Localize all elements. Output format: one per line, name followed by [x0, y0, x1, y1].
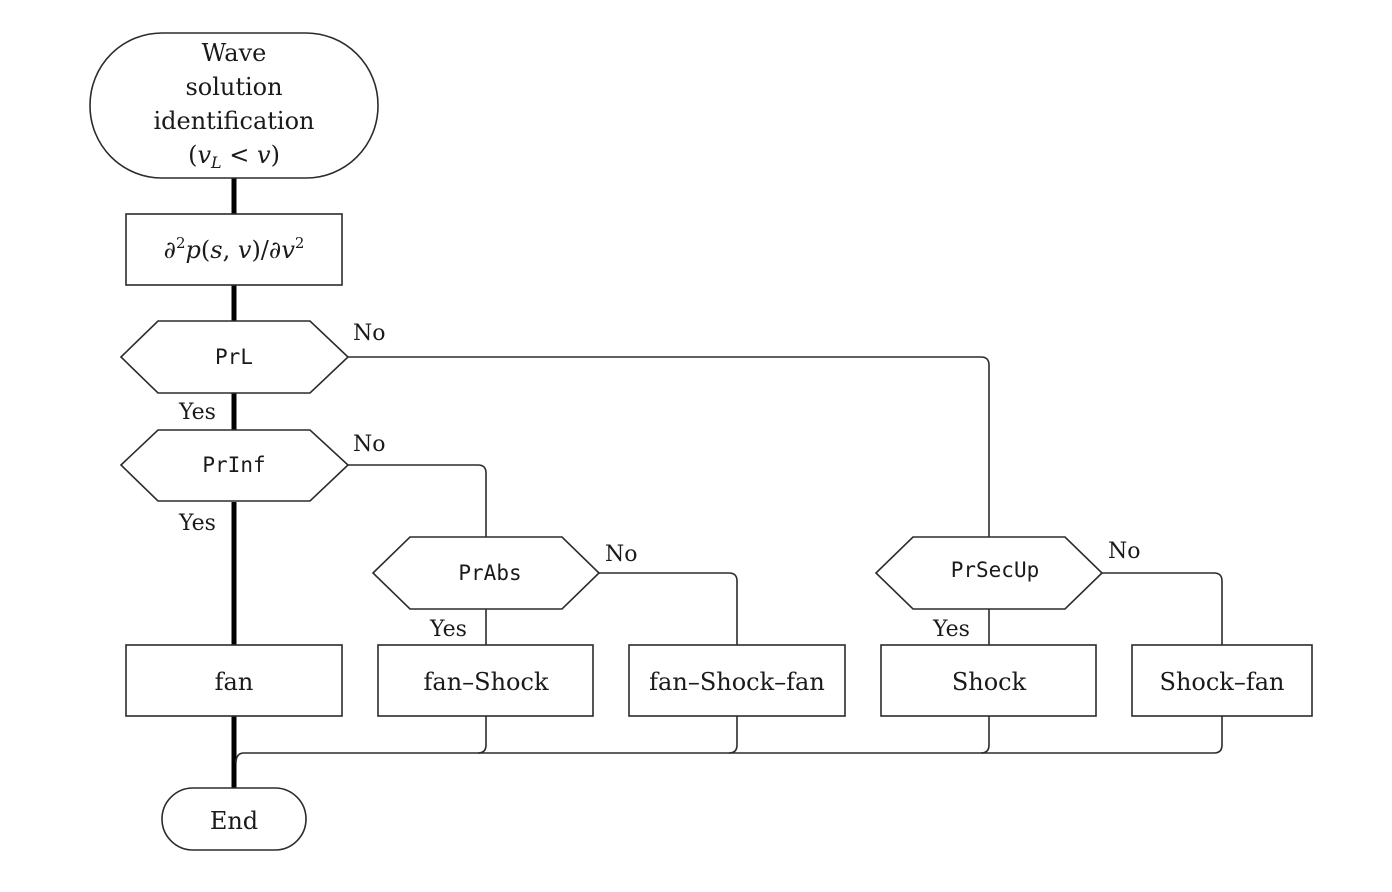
outcome-shock: Shock — [880, 644, 1097, 717]
outcome-fan: fan — [125, 644, 343, 717]
derivative-expression: ∂2p(s, v)/∂v2 — [164, 234, 305, 264]
decision-prinf-shape — [119, 429, 350, 502]
decision-prl-label: PrL — [215, 345, 253, 369]
connector-prsecup-no — [1102, 572, 1223, 645]
prsecup-yes-label: Yes — [932, 617, 970, 642]
connector-prl-no — [348, 356, 990, 537]
prinf-yes-label: Yes — [178, 511, 216, 536]
connector-prinf-no — [348, 464, 487, 537]
decision-prsecup-label: PrSecUp — [951, 558, 1040, 582]
prabs-no-label: No — [605, 542, 638, 567]
connectors — [231, 178, 1223, 788]
decision-prsecup-shape — [874, 536, 1104, 610]
connector-shock-down — [980, 716, 990, 754]
decision-prl-shape — [119, 320, 350, 394]
outcome-fan-label: fan — [215, 668, 254, 696]
start-condition: (vL < v) — [188, 141, 280, 172]
end-terminator: End — [161, 787, 307, 851]
decision-prinf-label: PrInf — [202, 453, 265, 477]
outcome-shock-fan: Shock–fan — [1131, 644, 1313, 717]
prabs-yes-label: Yes — [429, 617, 467, 642]
outcome-fan-shock-fan-shape — [628, 644, 846, 717]
outcome-fan-shock-fan-label: fan–Shock–fan — [649, 668, 825, 696]
prsecup-no-label: No — [1108, 539, 1141, 564]
start-shape — [89, 32, 379, 179]
prl-no-label: No — [353, 321, 386, 346]
end-label: End — [210, 807, 258, 835]
prl-yes-label: Yes — [178, 400, 216, 425]
start-line-3: identification — [153, 107, 314, 135]
start-line-1: Wave — [202, 39, 267, 67]
outcome-fan-shock-label: fan–Shock — [424, 668, 549, 696]
outcome-shock-fan-shape — [1131, 644, 1313, 717]
start-terminator: Wave solution identification (vL < v) — [89, 32, 379, 179]
prinf-no-label: No — [353, 432, 386, 457]
outcome-fan-shock-shape — [377, 644, 594, 717]
decision-prabs-label: PrAbs — [458, 561, 521, 585]
decision-prabs-shape — [371, 536, 601, 610]
branch-labels: No Yes No Yes No Yes No Yes — [178, 321, 1141, 642]
outcome-shock-label: Shock — [952, 668, 1027, 696]
outcome-shock-fan-label: Shock–fan — [1160, 668, 1285, 696]
derivative-shape — [125, 213, 343, 286]
decision-prabs: PrAbs — [371, 536, 601, 610]
end-shape — [161, 787, 307, 851]
decision-prsecup: PrSecUp — [874, 536, 1104, 610]
connector-fan-shock-fan-down — [728, 716, 738, 754]
connector-fan-shock-down — [477, 716, 487, 754]
connector-prabs-no — [599, 572, 738, 645]
outcome-fan-shock-fan: fan–Shock–fan — [628, 644, 846, 717]
derivative-box: ∂2p(s, v)/∂v2 — [125, 213, 343, 286]
outcome-shock-shape — [880, 644, 1097, 717]
decision-prinf: PrInf — [119, 429, 350, 502]
start-line-2: solution — [185, 73, 282, 101]
decision-prl: PrL — [119, 320, 350, 394]
connector-collector — [235, 716, 1223, 764]
outcome-fan-shape — [125, 644, 343, 717]
outcome-fan-shock: fan–Shock — [377, 644, 594, 717]
